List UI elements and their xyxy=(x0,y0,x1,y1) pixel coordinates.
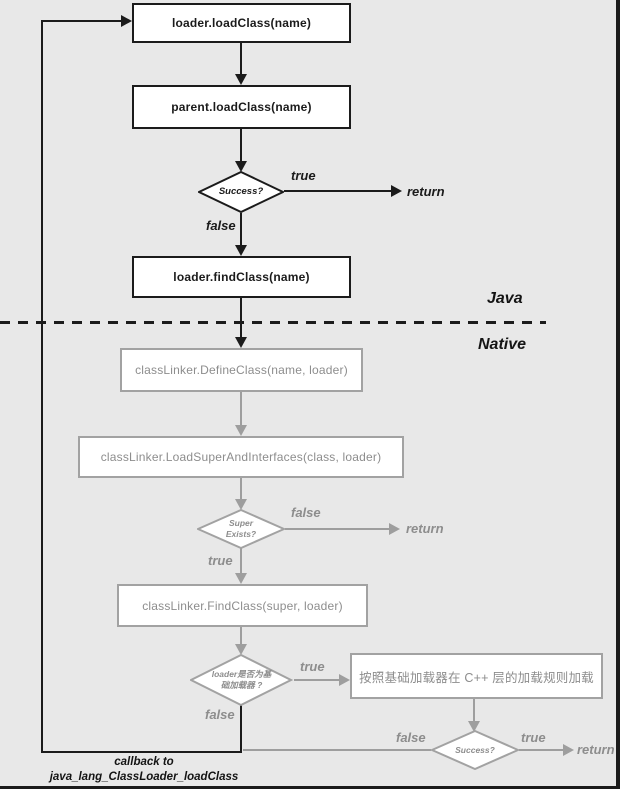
terminal-return-native: return xyxy=(577,742,615,757)
arrowhead-down-icon xyxy=(468,721,480,732)
arrowhead-down-icon xyxy=(235,644,247,655)
terminal-return-java: return xyxy=(407,184,445,199)
connector-loadclass-parent xyxy=(240,43,242,75)
decision-line1: loader是否为基 xyxy=(211,669,272,680)
branch-label-true: true xyxy=(291,168,316,183)
terminal-return-super: return xyxy=(406,521,444,536)
arrowhead-down-icon xyxy=(235,161,247,172)
arrowhead-down-icon xyxy=(235,573,247,584)
region-label-java: Java xyxy=(487,290,523,307)
decision-success-java: Success? xyxy=(198,171,284,213)
branch-label-false: false xyxy=(205,707,235,722)
connector-success-return xyxy=(284,190,394,192)
branch-label-true: true xyxy=(521,730,546,745)
decision-success-native: Success? xyxy=(431,730,519,770)
connector-successnative-loopback xyxy=(243,749,431,751)
arrowhead-down-icon xyxy=(235,245,247,256)
decision-is-base-loader: loader是否为基 础加载器 ? xyxy=(190,654,293,706)
false-branch-base-loader-line xyxy=(240,704,242,753)
node-findclass-native: classLinker.FindClass(super, loader) xyxy=(117,584,368,627)
connector-findclassnative-baseloader xyxy=(240,627,242,645)
connector-defineclass-loadsuper xyxy=(240,392,242,426)
branch-label-false: false xyxy=(206,218,236,233)
connector-superexists-findclassnative xyxy=(240,548,242,574)
connector-cpp-successnative xyxy=(473,699,475,722)
arrowhead-down-icon xyxy=(235,425,247,436)
decision-line1: Super xyxy=(228,518,254,529)
connector-loadsuper-superexists xyxy=(240,478,242,500)
connector-successnative-return xyxy=(519,749,564,751)
diamond-shape-icon xyxy=(198,171,284,213)
callback-line2: java_lang_ClassLoader_loadClass xyxy=(49,770,239,783)
decision-line2: 础加载器 ? xyxy=(220,680,263,690)
node-defineclass: classLinker.DefineClass(name, loader) xyxy=(120,348,363,392)
arrowhead-down-icon xyxy=(235,74,247,85)
arrowhead-right-icon xyxy=(391,185,402,197)
arrowhead-right-icon xyxy=(389,523,400,535)
connector-success-findclass xyxy=(240,213,242,245)
loopback-bottom-line xyxy=(41,751,242,753)
node-loader-loadclass: loader.loadClass(name) xyxy=(132,3,351,43)
branch-label-true: true xyxy=(300,659,325,674)
diamond-shape-icon xyxy=(431,730,519,770)
decision-line2: Exists? xyxy=(225,529,257,539)
loopback-top-line xyxy=(41,20,123,22)
arrowhead-down-icon xyxy=(235,499,247,510)
arrowhead-into-loadclass-icon xyxy=(121,15,132,27)
java-native-divider xyxy=(0,321,546,324)
decision-label: loader是否为基 础加载器 ? xyxy=(212,669,272,690)
connector-baseloader-cpp xyxy=(294,679,340,681)
connector-superexists-return xyxy=(285,528,392,530)
callback-line1: callback to xyxy=(114,756,174,768)
arrowhead-down-icon xyxy=(235,337,247,348)
connector-parent-success xyxy=(240,129,242,161)
branch-label-false: false xyxy=(291,505,321,520)
loopback-vertical-line xyxy=(41,20,43,753)
decision-label: Super Exists? xyxy=(226,518,256,539)
decision-super-exists: Super Exists? xyxy=(197,509,285,549)
bottom-frame-edge xyxy=(0,786,620,789)
branch-label-true: true xyxy=(208,553,233,568)
arrowhead-right-icon xyxy=(563,744,574,756)
decision-label: Success? xyxy=(218,186,264,198)
connector-findclass-defineclass xyxy=(240,298,242,338)
node-parent-loadclass: parent.loadClass(name) xyxy=(132,85,351,129)
arrowhead-right-icon xyxy=(339,674,350,686)
branch-label-false: false xyxy=(396,730,426,745)
callback-caption: callback to java_lang_ClassLoader_loadCl… xyxy=(36,755,252,785)
node-cpp-load-rule: 按照基础加载器在 C++ 层的加载规则加载 xyxy=(350,653,603,699)
region-label-native: Native xyxy=(478,336,527,353)
decision-label: Success? xyxy=(455,744,495,755)
diamond-shape-icon xyxy=(190,654,293,706)
node-loadsuperandinterfaces: classLinker.LoadSuperAndInterfaces(class… xyxy=(78,436,404,478)
right-frame-edge xyxy=(616,0,620,789)
node-loader-findclass: loader.findClass(name) xyxy=(132,256,351,298)
